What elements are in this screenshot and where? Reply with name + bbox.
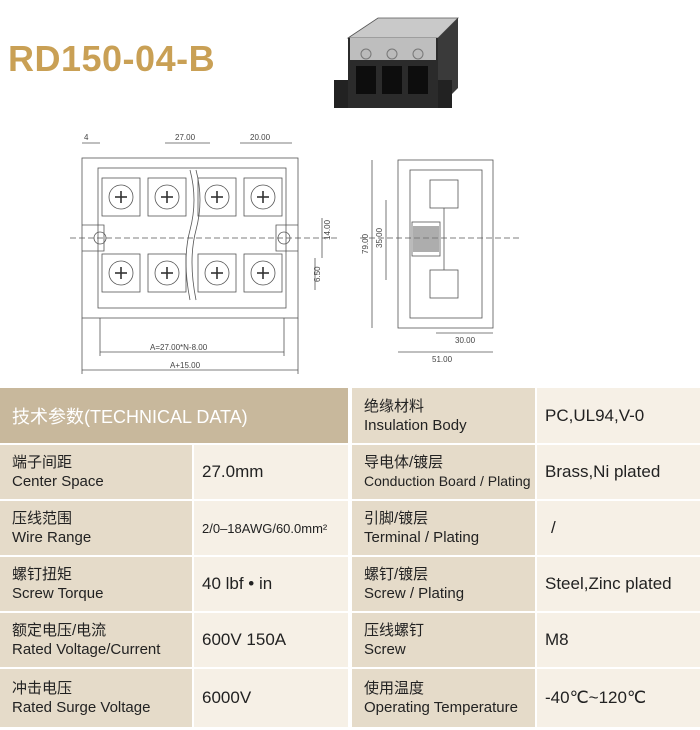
dim-20: 20.00 [250,133,271,142]
spec-value: 2/0–18AWG/60.0mm² [194,501,348,555]
table-row: 压线范围 Wire Range 2/0–18AWG/60.0mm² 引脚/镀层 … [0,501,700,555]
spec-value: PC,UL94,V-0 [537,388,700,443]
table-row: 技术参数(TECHNICAL DATA) 绝缘材料 Insulation Bod… [0,388,700,443]
spec-value: 27.0mm [194,445,348,499]
spec-value: -40℃~120℃ [537,669,700,727]
spec-label: 冲击电压 Rated Surge Voltage [0,669,192,727]
table-row: 额定电压/电流 Rated Voltage/Current 600V 150A … [0,613,700,667]
spec-value: Steel,Zinc plated [537,557,700,611]
spec-value: Brass,Ni plated [537,445,700,499]
spec-value: 600V 150A [194,613,348,667]
spec-label: 螺钉/镀层 Screw / Plating [352,557,535,611]
technical-data-table: 技术参数(TECHNICAL DATA) 绝缘材料 Insulation Bod… [0,388,700,730]
spec-value: / [537,501,700,555]
table-row: 螺钉扭矩 Screw Torque 40 lbf • in 螺钉/镀层 Scre… [0,557,700,611]
table-header: 技术参数(TECHNICAL DATA) [0,388,348,443]
dim-30: 30.00 [455,336,476,345]
spec-value: M8 [537,613,700,667]
product-photo [334,17,459,108]
spec-value: 6000V [194,669,348,727]
dim-51: 51.00 [432,355,453,364]
dim-27: 27.00 [175,133,196,142]
spec-value: 40 lbf • in [194,557,348,611]
dim-a-plus-15: A+15.00 [170,361,201,370]
dim-4: 4 [84,133,89,142]
product-title: RD150-04-B [8,38,216,79]
spec-label: 绝缘材料 Insulation Body [352,388,535,443]
dim-a-formula: A=27.00*N-8.00 [150,343,208,352]
dim-14: 14.00 [323,219,332,240]
spec-label: 额定电压/电流 Rated Voltage/Current [0,613,192,667]
spec-label: 引脚/镀层 Terminal / Plating [352,501,535,555]
dim-79: 79.00 [361,233,370,254]
table-row: 冲击电压 Rated Surge Voltage 6000V 使用温度 Oper… [0,669,700,727]
spec-label: 压线范围 Wire Range [0,501,192,555]
dim-35: 35.00 [375,227,384,248]
spec-label: 压线螺钉 Screw [352,613,535,667]
spec-label: 导电体/镀层 Conduction Board / Plating [352,445,535,499]
table-row: 端子间距 Center Space 27.0mm 导电体/镀层 Conducti… [0,445,700,499]
spec-label: 使用温度 Operating Temperature [352,669,535,727]
spec-label: 螺钉扭矩 Screw Torque [0,557,192,611]
dim-6-50: 6.50 [313,266,322,282]
spec-label: 端子间距 Center Space [0,445,192,499]
technical-drawing: 4 27.00 20.00 14.00 6.50 A=27.00*N-8.00 … [70,133,520,374]
